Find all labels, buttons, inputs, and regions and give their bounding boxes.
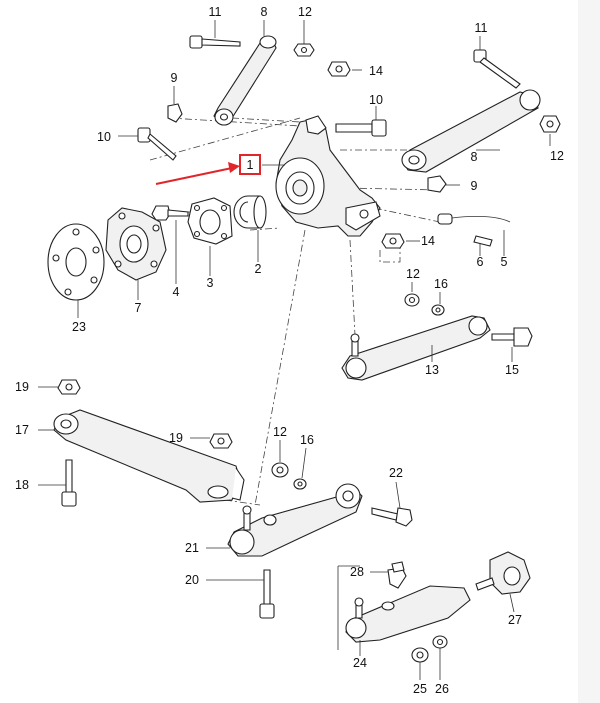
- nut-part-14-mid: [381, 233, 405, 249]
- label-part-11-top-left: 11: [209, 5, 222, 19]
- upper-right-link-part-8: [401, 89, 541, 173]
- nut-part-19-left: [57, 379, 81, 395]
- label-part-8-right: 8: [471, 150, 478, 164]
- label-part-10-right: 10: [369, 93, 383, 107]
- cable-part-5: [451, 215, 511, 223]
- washer-part-12-cluster-upper: [404, 293, 420, 307]
- right-edge-strip: [578, 0, 600, 703]
- wheel-carrier-part-1: [275, 115, 381, 237]
- label-part-12-right: 12: [550, 149, 564, 163]
- label-part-26: 26: [435, 682, 449, 696]
- lower-arm-assembly-part-24: [345, 585, 471, 643]
- washer-part-9-left: [167, 103, 183, 123]
- bracket-part-28: [387, 561, 407, 589]
- label-part-16-lower-cluster: 16: [300, 433, 314, 447]
- red-arrow-line: [155, 167, 233, 185]
- part-number-labels: 1 11 8 12 14 9 10 10 11 8 12 9 14 6 5 2 …: [15, 5, 564, 696]
- label-part-18: 18: [15, 478, 29, 492]
- label-part-2: 2: [255, 262, 262, 276]
- nut-part-14-upper: [327, 61, 351, 77]
- wheel-bearing-part-2: [233, 195, 267, 229]
- wheel-hub-part-7: [105, 207, 167, 281]
- bolt-part-10-right: [335, 119, 387, 137]
- label-part-10-left: 10: [97, 130, 111, 144]
- washer-part-26: [432, 635, 448, 649]
- label-part-11-top-right: 11: [475, 21, 488, 35]
- washer-part-12-cluster-lower: [271, 462, 289, 478]
- label-part-1: 1: [247, 158, 254, 172]
- highlight-callout: [155, 154, 261, 185]
- trailing-arm-part-17: [53, 409, 245, 503]
- nut-part-19-mid: [209, 433, 233, 449]
- label-part-15: 15: [505, 363, 519, 377]
- bolt-part-18: [61, 459, 77, 507]
- label-part-12-upper-cluster: 12: [406, 267, 420, 281]
- assembly-dash-lines: [149, 117, 441, 506]
- label-part-13: 13: [425, 363, 439, 377]
- label-part-9-left: 9: [171, 71, 178, 85]
- bolt-part-22: [371, 507, 413, 527]
- leader-lines: [38, 20, 551, 680]
- label-part-23: 23: [72, 320, 86, 334]
- label-part-17: 17: [15, 423, 29, 437]
- lower-link-part-13: [341, 315, 491, 381]
- nut-part-12-right: [539, 115, 561, 133]
- label-part-4: 4: [173, 285, 180, 299]
- label-part-20: 20: [185, 573, 199, 587]
- bolt-part-11-left: [189, 35, 241, 49]
- sensor-part-6: [437, 213, 493, 247]
- label-part-6: 6: [477, 255, 484, 269]
- label-part-24: 24: [353, 656, 367, 670]
- label-part-9-right: 9: [471, 179, 478, 193]
- label-part-12-lower-cluster: 12: [273, 425, 287, 439]
- disc-plate-part-23: [47, 223, 105, 301]
- red-arrow-head: [228, 162, 240, 173]
- red-highlight-box: [239, 154, 261, 175]
- label-part-14-mid: 14: [421, 234, 435, 248]
- label-part-22: 22: [389, 466, 403, 480]
- label-part-25: 25: [413, 682, 427, 696]
- lower-arm-part-21: [227, 483, 363, 557]
- inset-frame: [337, 565, 360, 650]
- label-part-16-upper-cluster: 16: [434, 277, 448, 291]
- bolt-part-15: [491, 327, 533, 347]
- label-part-12-top: 12: [298, 5, 312, 19]
- bolt-part-10-left: [137, 127, 177, 161]
- label-part-28: 28: [350, 565, 364, 579]
- label-part-14-top: 14: [369, 64, 383, 78]
- label-part-3: 3: [207, 276, 214, 290]
- bolt-part-4: [151, 205, 189, 221]
- label-part-7: 7: [135, 301, 142, 315]
- label-part-27: 27: [508, 613, 522, 627]
- label-part-19-left: 19: [15, 380, 29, 394]
- washer-part-16-cluster-lower: [293, 478, 307, 490]
- washer-part-9-right: [427, 175, 447, 193]
- label-part-19-mid: 19: [169, 431, 183, 445]
- cover-plate-part-3: [187, 197, 233, 245]
- washer-part-16-cluster-upper: [431, 304, 445, 316]
- bolt-part-20: [259, 569, 275, 619]
- label-part-5: 5: [501, 255, 508, 269]
- bushing-part-27: [475, 551, 531, 595]
- label-part-21: 21: [185, 541, 199, 555]
- upper-left-link-part-8: [213, 35, 277, 126]
- washer-part-25: [411, 647, 429, 663]
- label-part-8-top-left: 8: [261, 5, 268, 19]
- bolt-part-11-right: [473, 49, 521, 89]
- nut-part-12-left: [293, 43, 315, 57]
